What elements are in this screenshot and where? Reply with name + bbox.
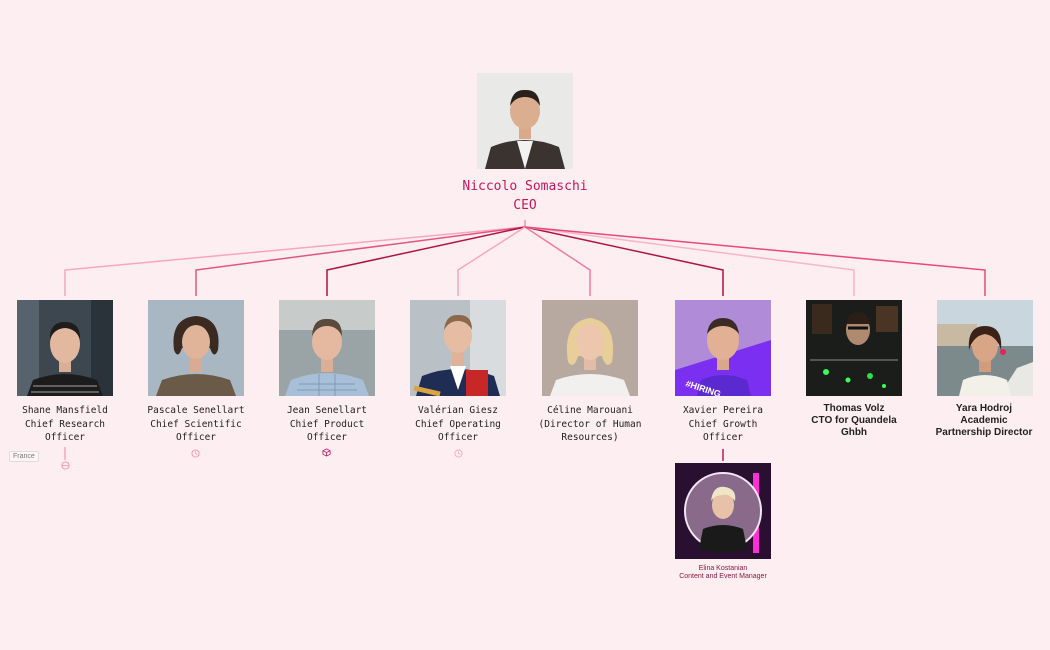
ceo-name: Niccolo Somaschi	[462, 179, 588, 194]
photo-pascale-senellart[interactable]	[148, 300, 244, 396]
person-name: Valérian Giesz	[417, 405, 499, 416]
label-valerian-giesz: Valérian Giesz Chief Operating Officer	[392, 404, 524, 445]
label-celine-marouani: Céline Marouani (Director of Human Resou…	[524, 404, 656, 445]
person-title: Content and Event Manager	[679, 573, 767, 580]
clock-icon[interactable]	[454, 449, 463, 458]
person-name: Shane Mansfield	[22, 405, 108, 416]
photo-celine-marouani[interactable]	[542, 300, 638, 396]
person-photo-icon	[148, 300, 244, 396]
photo-shane-mansfield[interactable]	[17, 300, 113, 396]
photo-xavier-pereira[interactable]: #HIRING	[675, 300, 771, 396]
location-tag[interactable]: France	[9, 451, 39, 462]
ceo-title: CEO	[513, 198, 537, 213]
person-name: Pascale Senellart	[147, 405, 245, 416]
clock-icon[interactable]	[191, 449, 200, 458]
person-photo-icon	[806, 300, 902, 396]
globe-icon[interactable]	[61, 461, 70, 470]
person-title-line1: Chief Research	[24, 418, 106, 430]
person-name: Xavier Pereira	[682, 405, 764, 416]
label-pascale-senellart: Pascale Senellart Chief Scientific Offic…	[130, 404, 262, 445]
person-photo-icon	[17, 300, 113, 396]
person-title-line1: Chief Scientific	[150, 418, 242, 430]
person-photo-icon: #HIRING	[675, 300, 771, 396]
person-title-line1: Chief Product	[289, 418, 365, 430]
person-name: Thomas Volz	[823, 403, 885, 414]
person-title-line2: Officer	[306, 432, 348, 443]
photo-jean-senellart[interactable]	[279, 300, 375, 396]
photo-yara-hodroj[interactable]	[937, 300, 1033, 396]
label-elina-kostanian: Elina Kostanian Content and Event Manage…	[663, 565, 783, 581]
photo-valerian-giesz[interactable]	[410, 300, 506, 396]
person-photo-icon	[477, 73, 573, 169]
photo-thomas-volz[interactable]	[806, 300, 902, 396]
photo-elina-kostanian[interactable]	[675, 463, 771, 559]
ceo-photo[interactable]	[477, 73, 573, 169]
connector-valerian	[457, 226, 526, 296]
cube-icon[interactable]	[322, 448, 331, 457]
person-title-line2: Officer	[702, 432, 744, 443]
connector-xavier	[524, 226, 724, 296]
person-title-line2: Officer	[175, 432, 217, 443]
label-yara-hodroj: Yara Hodroj Academic Partnership Directo…	[918, 403, 1050, 439]
person-title-line2: Resources)	[561, 432, 619, 443]
connector-thomas	[524, 226, 855, 296]
person-title-line2: Partnership Director	[935, 427, 1033, 438]
person-photo-icon	[937, 300, 1033, 396]
label-thomas-volz: Thomas Volz CTO for Quandela Ghbh	[788, 403, 920, 439]
person-photo-icon	[675, 463, 771, 559]
person-photo-icon	[279, 300, 375, 396]
label-shane-mansfield: Shane Mansfield Chief Research Officer	[0, 404, 131, 445]
person-title-line1: (Director of Human	[538, 418, 642, 430]
person-name: Jean Senellart	[286, 405, 368, 416]
person-title-line1: CTO for Quandela	[811, 415, 897, 426]
person-photo-icon	[542, 300, 638, 396]
person-name: Elina Kostanian	[698, 565, 748, 572]
person-title-line2: Ghbh	[840, 427, 868, 438]
person-title-line2: Officer	[437, 432, 479, 443]
connector-shane	[64, 226, 526, 296]
label-jean-senellart: Jean Senellart Chief Product Officer	[261, 404, 393, 445]
connector-jean	[326, 226, 526, 296]
ceo-label: Niccolo Somaschi CEO	[425, 177, 625, 215]
person-name: Céline Marouani	[547, 405, 633, 416]
connector-yara	[524, 226, 986, 296]
person-photo-icon	[410, 300, 506, 396]
person-title-line1: Chief Operating	[415, 418, 501, 430]
person-title-line2: Officer	[44, 432, 86, 443]
person-title-line1: Academic	[960, 415, 1008, 426]
person-name: Yara Hodroj	[955, 403, 1013, 414]
label-xavier-pereira: Xavier Pereira Chief Growth Officer	[657, 404, 789, 445]
connector-pascale	[195, 226, 526, 296]
connector-celine	[524, 226, 591, 296]
person-title-line1: Chief Growth	[688, 418, 758, 430]
